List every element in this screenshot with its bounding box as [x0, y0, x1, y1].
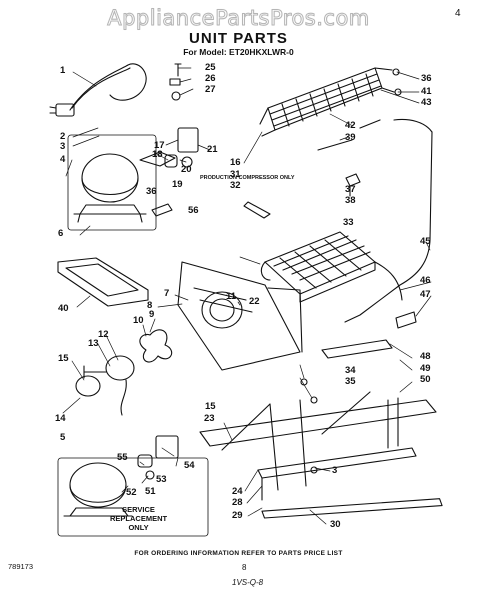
callout-46: 46 [420, 275, 431, 286]
ordering-footer: FOR ORDERING INFORMATION REFER TO PARTS … [134, 550, 343, 557]
callout-7: 7 [164, 288, 170, 299]
fan-motor-drawing [75, 329, 173, 416]
model-line: For Model: ET20HKXLWR-0 [183, 47, 294, 57]
callout-8: 8 [147, 300, 153, 311]
watermark-text: AppliancePartsPros.com [107, 6, 370, 31]
callout-35: 35 [345, 376, 356, 387]
callout-2: 2 [60, 131, 66, 142]
valve-parts-drawing [317, 119, 381, 197]
callout-56: 56 [188, 205, 199, 216]
callout-40: 40 [58, 303, 69, 314]
callout-54: 54 [184, 460, 195, 471]
callout-5: 5 [60, 432, 66, 443]
callout-14: 14 [55, 413, 66, 424]
drain-pan-drawing [57, 257, 149, 307]
page-number: 8 [242, 563, 247, 572]
top-screws-drawing [169, 63, 182, 101]
callout-3b: 3 [332, 465, 338, 476]
fan-shroud-drawing [177, 261, 303, 371]
callout-41: 41 [421, 86, 432, 97]
callout-10: 10 [133, 315, 144, 326]
callout-24: 24 [232, 486, 243, 497]
callout-16: 16 [230, 157, 241, 168]
drain-trough-drawing [321, 311, 417, 359]
callout-13: 13 [88, 338, 99, 349]
callout-6: 6 [58, 228, 64, 239]
callout-37: 37 [345, 184, 356, 195]
callout-32: 32 [230, 180, 241, 191]
callout-21: 21 [207, 144, 218, 155]
callout-47: 47 [420, 289, 431, 300]
callout-55: 55 [117, 452, 128, 463]
callout-1: 1 [60, 65, 66, 76]
callout-15b: 15 [205, 401, 216, 412]
service-compressor-drawing [57, 435, 209, 537]
callout-36a: 36 [421, 73, 432, 84]
callout-43: 43 [421, 97, 432, 108]
callout-34: 34 [345, 365, 356, 376]
callout-49: 49 [420, 363, 431, 374]
callout-19: 19 [172, 179, 183, 190]
callout-52: 52 [126, 487, 137, 498]
callout-25: 25 [205, 62, 216, 73]
callout-28: 28 [232, 497, 243, 508]
callout-4: 4 [60, 154, 66, 165]
callout-11: 11 [226, 291, 237, 302]
callout-38: 38 [345, 195, 356, 206]
callout-51: 51 [145, 486, 156, 497]
callout-15a: 15 [58, 353, 69, 364]
callout-9: 9 [149, 309, 155, 320]
power-cord-drawing [49, 63, 147, 117]
callout-50: 50 [420, 374, 431, 385]
callout-23: 23 [204, 413, 215, 424]
callout-36b: 36 [146, 186, 157, 197]
callout-18: 18 [152, 149, 163, 160]
condenser-coil-drawing [259, 67, 433, 137]
callout-39: 39 [345, 132, 356, 143]
base-frame-drawing [199, 378, 443, 519]
evaporator-coil-drawing [243, 201, 403, 303]
callout-31: 31 [230, 169, 241, 180]
callout-12: 12 [98, 329, 109, 340]
callout-53: 53 [156, 474, 167, 485]
tube-45-drawing [344, 131, 433, 323]
compressor-drawing [67, 134, 176, 231]
production-note: PRODUCTION COMPRESSOR ONLY [200, 175, 295, 181]
callout-48: 48 [420, 351, 431, 362]
callout-26: 26 [205, 73, 216, 84]
handwritten-note: 1VS-Q-8 [232, 578, 264, 587]
callout-27: 27 [205, 84, 216, 95]
page-title: UNIT PARTS [189, 30, 288, 47]
corner-mark: 4 [455, 8, 461, 19]
callout-3: 3 [60, 141, 66, 152]
callout-22: 22 [249, 296, 260, 307]
service-note: SERVICE REPLACEMENT ONLY [110, 505, 168, 532]
callout-17: 17 [154, 140, 165, 151]
document-number: 789173 [8, 562, 34, 571]
callout-45: 45 [420, 236, 431, 247]
callout-33: 33 [343, 217, 354, 228]
callout-29: 29 [232, 510, 243, 521]
callout-20: 20 [181, 164, 192, 175]
leader-lines [62, 67, 432, 525]
callout-42: 42 [345, 120, 356, 131]
callout-30: 30 [330, 519, 341, 530]
